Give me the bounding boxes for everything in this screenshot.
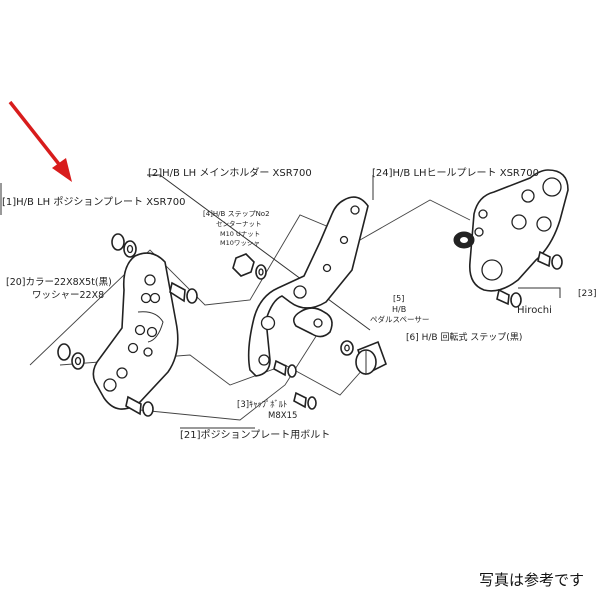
label-cap-bolt: [3]ｷｬｯﾌﾟﾎﾞﾙﾄ — [237, 400, 287, 410]
collar-lower — [57, 343, 85, 370]
leader-line-bolt — [139, 329, 321, 421]
label-pedal-spacer-hb: H/B — [392, 305, 406, 314]
heel-plate — [453, 169, 569, 292]
label-part-23: [23] — [578, 289, 596, 299]
cap-bolt — [273, 359, 317, 410]
label-washer: ワッシャー22X8 — [32, 290, 104, 301]
caption: 写真は参考です — [478, 571, 584, 589]
position-plate — [92, 252, 179, 410]
pedal-spacer — [340, 340, 354, 356]
label-step-center-nut: センターナット — [216, 219, 262, 228]
label-cap-bolt-size: M8X15 — [268, 411, 297, 421]
label-position-plate: [1]H/B LH ポジションプレート XSR700 — [2, 196, 185, 208]
red-arrow-icon — [8, 100, 72, 182]
step-nut — [232, 253, 267, 280]
bolt-upper — [169, 281, 198, 304]
label-main-holder: [2]H/B LH メインホルダー XSR700 — [148, 166, 312, 179]
label-collar: [20]カラー22X8X5t(黒) — [6, 277, 112, 288]
main-holder — [247, 196, 369, 377]
label-pedal-spacer-no: [5] — [393, 294, 404, 303]
bolt-lower — [125, 395, 154, 417]
step-bracket — [292, 307, 333, 338]
label-plate-bolt: [21]ポジションプレート用ボルト — [180, 429, 330, 441]
bolt-right-lower — [496, 288, 522, 308]
label-heel-plate: [24]H/B LHヒールプレート XSR700 — [372, 167, 539, 179]
label-step-nut: [4]H/B ステップNo2 — [203, 210, 270, 218]
bolt-right-upper — [537, 250, 563, 270]
collar-upper — [111, 233, 137, 258]
rotary-step — [355, 340, 387, 376]
label-step-washer: M10ワッシャ — [220, 239, 260, 247]
watermark: Hirochi — [517, 305, 552, 316]
label-rotary-step: [6] H/B 回転式 ステップ(黒) — [406, 331, 522, 343]
label-step-u-nut: M10 Uナット — [220, 230, 260, 238]
label-pedal-spacer: ペダルスペーサー — [370, 314, 429, 324]
